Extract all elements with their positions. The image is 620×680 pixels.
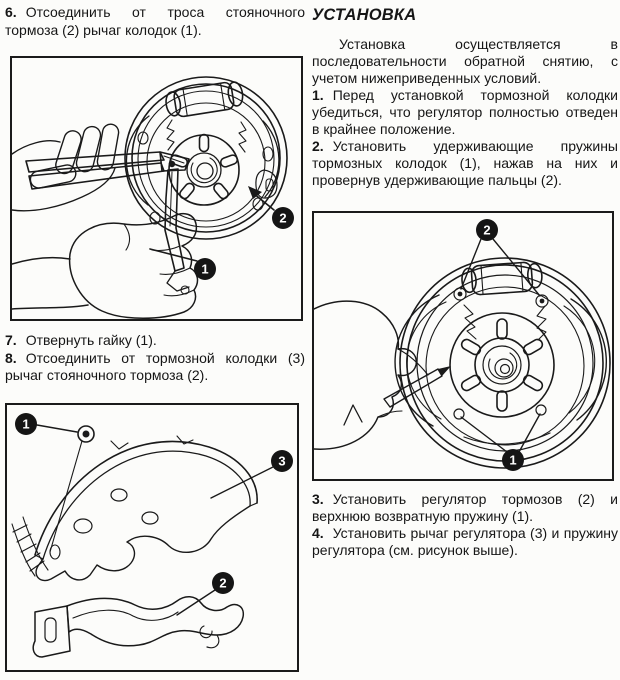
steps-7-8-block: 7. Отвернуть гайку (1). 8.Отсоединить от … xyxy=(5,332,305,385)
callout-2-badge: 2 xyxy=(476,219,498,241)
wheel-cylinder xyxy=(165,81,244,118)
parking-lever-strip xyxy=(164,168,190,295)
brake-shoe xyxy=(34,435,258,582)
step-4-text: Установить рычаг регулятора (3) и пружин… xyxy=(312,525,618,558)
brake-backing-plate xyxy=(124,76,288,240)
step-2-number: 2. xyxy=(312,138,324,154)
intro-paragraph: Установка осуществляется в последователь… xyxy=(312,36,618,86)
callout-2-leader xyxy=(176,589,216,616)
callout-2-badge: 2 xyxy=(212,572,234,594)
step-6-text: Отсоединить от троса стояночного тормоза… xyxy=(5,4,305,38)
lower-fist xyxy=(12,212,199,319)
step-3-text: Установить регулятор тормозов (2) и верх… xyxy=(312,491,618,524)
callout-3-badge: 3 xyxy=(271,450,293,472)
step-6: 6.Отсоединить от троса стояночного тормо… xyxy=(5,3,305,39)
figure-shoe-and-lever: 1 3 2 xyxy=(5,403,299,672)
step-4-number: 4. xyxy=(312,525,324,541)
pliers xyxy=(25,151,190,190)
step-4: 4.Установить рычаг регулятора (3) и пруж… xyxy=(312,525,618,559)
nut xyxy=(36,424,95,553)
step-7: 7. Отвернуть гайку (1). xyxy=(5,332,305,350)
callout-1-leader-right xyxy=(518,413,541,453)
step-1-text: Перед установкой тормозной колодки убеди… xyxy=(312,87,618,137)
callout-1-badge: 1 xyxy=(15,413,37,435)
callout-number: 1 xyxy=(201,262,208,277)
hub xyxy=(449,312,555,418)
wheel-cylinder xyxy=(461,261,543,296)
callout-2-leader-left xyxy=(460,238,482,290)
step-7-number: 7. xyxy=(5,332,17,348)
callout-2-leader-right xyxy=(492,238,541,297)
backing-plate xyxy=(394,257,611,469)
right-column: УСТАНОВКА Установка осуществляется в пос… xyxy=(312,5,618,559)
step-8: 8.Отсоединить от тормозной колодки (3) р… xyxy=(5,350,305,385)
step-1: 1.Перед установкой тормозной колодки убе… xyxy=(312,87,618,138)
callout-1-leader xyxy=(149,248,198,262)
pointer-arrow xyxy=(248,186,262,199)
callout-1-leader-left xyxy=(460,416,508,453)
callout-3-leader xyxy=(210,466,274,499)
callout-number: 2 xyxy=(219,576,226,591)
step-8-text: Отсоединить от тормозной колодки (3) рыч… xyxy=(5,349,305,384)
figure-shoe-install: 2 1 xyxy=(312,211,614,481)
callout-number: 2 xyxy=(279,211,286,226)
step-2-text: Установить удерживающие пружины тормозны… xyxy=(312,138,618,188)
step-1-number: 1. xyxy=(312,87,324,103)
figure-parking-cable-disconnect: 2 1 xyxy=(10,56,303,321)
step-6-number: 6. xyxy=(5,4,17,20)
figure-c-drawing: 2 1 xyxy=(314,219,611,471)
callout-1-badge: 1 xyxy=(502,449,524,471)
callout-number: 2 xyxy=(483,223,490,238)
figure-a-drawing: 2 1 xyxy=(12,76,294,319)
parking-brake-lever xyxy=(32,596,245,658)
tool-tip xyxy=(438,366,451,376)
upper-hand xyxy=(12,123,120,212)
section-heading: УСТАНОВКА xyxy=(312,6,417,24)
step-2: 2.Установить удерживающие пружины тормоз… xyxy=(312,138,618,189)
step-8-number: 8. xyxy=(5,349,17,366)
callout-number: 1 xyxy=(22,417,29,432)
shoe-end-spring xyxy=(11,516,49,577)
hand xyxy=(314,300,451,450)
step-7-text: Отвернуть гайку (1). xyxy=(25,332,157,348)
callout-number: 1 xyxy=(509,453,516,468)
step-3: 3.Установить регулятор тормозов (2) и ве… xyxy=(312,491,618,525)
figure-b-drawing: 1 3 2 xyxy=(11,413,293,658)
callout-number: 3 xyxy=(278,454,285,469)
step-3-number: 3. xyxy=(312,491,324,507)
callout-1-badge: 1 xyxy=(194,258,216,280)
callout-2-badge: 2 xyxy=(272,207,294,229)
callout-2-leader xyxy=(252,192,275,211)
